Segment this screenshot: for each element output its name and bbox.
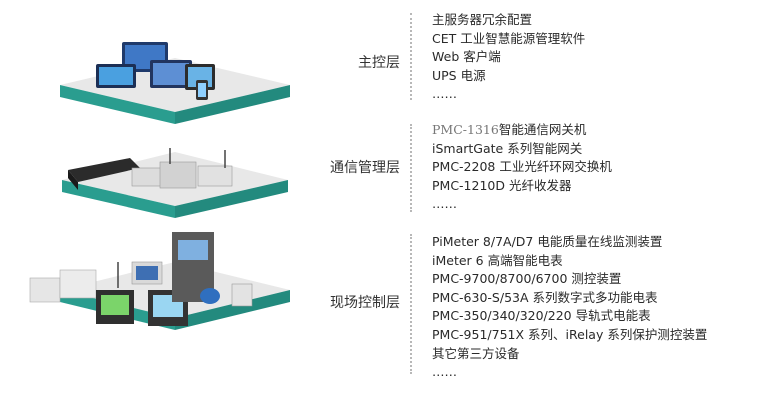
list-item: PMC-630-S/53A 系列数字式多功能电表	[432, 289, 658, 305]
list-item-code: PMC-1316	[432, 122, 499, 137]
list-item: PMC-1210D 光纤收发器	[432, 177, 572, 193]
separator-main-control	[410, 13, 412, 100]
list-item: PiMeter 8/7A/D7 电能质量在线监测装置	[432, 234, 663, 249]
list-item: ……	[432, 196, 457, 212]
communication-list: PMC-1316智能通信网关机 iSmartGate 系列智能网关 PMC-22…	[432, 121, 612, 214]
field-devices	[29, 232, 253, 326]
list-item: ……	[432, 86, 457, 102]
separator-communication	[410, 124, 412, 212]
list-item: PMC-350/340/320/220 导轨式电能表	[432, 308, 651, 324]
list-item: iMeter 6 高端智能电表	[432, 252, 563, 268]
field-control-list: PiMeter 8/7A/D7 电能质量在线监测装置 iMeter 6 高端智能…	[432, 233, 707, 382]
communication-devices	[68, 148, 233, 190]
list-item: PMC-9700/8700/6700 测控装置	[432, 271, 622, 287]
list-item: CET 工业智慧能源管理软件	[432, 30, 586, 46]
list-item: UPS 电源	[432, 67, 486, 83]
tier-label-communication: 通信管理层	[330, 160, 400, 176]
separator-field-control	[410, 234, 412, 374]
list-item: 其它第三方设备	[432, 345, 520, 361]
list-item: PMC-951/751X 系列、iRelay 系列保护测控装置	[432, 326, 708, 342]
list-item: PMC-1316智能通信网关机	[432, 121, 612, 140]
main-control-list: 主服务器冗余配置 CET 工业智慧能源管理软件 Web 客户端 UPS 电源 ……	[432, 11, 585, 104]
tier-label-main-control: 主控层	[358, 55, 400, 71]
list-item: iSmartGate 系列智能网关	[432, 140, 583, 156]
list-item: 主服务器冗余配置	[432, 12, 533, 27]
list-item-text: 智能通信网关机	[498, 122, 587, 137]
main-control-devices	[96, 42, 215, 100]
list-item: ……	[432, 364, 457, 380]
tier-label-field-control: 现场控制层	[330, 295, 400, 311]
list-item: Web 客户端	[432, 49, 501, 65]
list-item: PMC-2208 工业光纤环网交换机	[432, 159, 612, 175]
